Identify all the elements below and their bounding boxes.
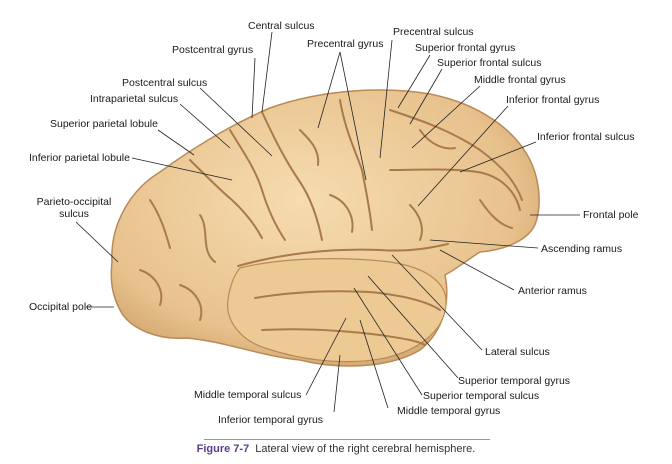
label-superior-frontal-gyrus: Superior frontal gyrus [415, 42, 516, 54]
leader-central-sulcus [261, 31, 273, 113]
label-central-sulcus: Central sulcus [248, 20, 315, 32]
label-inferior-temporal-gyrus: Inferior temporal gyrus [218, 414, 324, 426]
label-lateral-sulcus: Lateral sulcus [485, 346, 550, 358]
label-superior-temporal-gyrus: Superior temporal gyrus [458, 375, 571, 387]
gyral-fold-3 [199, 214, 216, 263]
leader-precentral-gyrus-b [339, 51, 367, 181]
leader-intraparietal-sulcus [179, 103, 231, 149]
gyral-fold-1 [299, 129, 320, 166]
lateral-sulcus-line [237, 243, 449, 267]
gyral-fold-7 [329, 194, 354, 233]
leader-superior-parietal-lobule [157, 129, 195, 156]
label-postcentral-sulcus: Postcentral sulcus [122, 77, 208, 89]
label-inferior-parietal-lobule: Inferior parietal lobule [29, 152, 130, 164]
label-superior-parietal-lobule: Superior parietal lobule [50, 118, 158, 130]
label-parieto-occipital-1: Parieto-occipital [36, 196, 112, 208]
leader-inferior-temporal-gyrus [333, 354, 341, 413]
label-inferior-frontal-sulcus: Inferior frontal sulcus [537, 131, 635, 143]
leader-postcentral-gyrus [251, 57, 256, 119]
leader-postcentral-sulcus [199, 87, 273, 157]
leader-lateral-sulcus [391, 254, 483, 351]
label-occipital-pole: Occipital pole [29, 301, 93, 313]
label-intraparietal-sulcus: Intraparietal sulcus [90, 93, 179, 105]
leader-anterior-ramus [439, 249, 515, 291]
temporal-lobe [227, 258, 447, 363]
gyral-fold-4 [139, 269, 163, 306]
label-superior-frontal-sulcus: Superior frontal sulcus [437, 57, 542, 69]
caption-rule [204, 439, 490, 440]
leader-middle-temporal-sulcus [305, 317, 347, 396]
label-parieto-occipital-2: sulcus [59, 208, 89, 220]
gyral-fold-5 [179, 284, 203, 321]
sulci-group [139, 99, 523, 346]
label-postcentral-gyrus: Postcentral gyrus [172, 44, 254, 56]
inferior-frontal-sulcus-line [389, 168, 521, 211]
middle-temporal-sulcus-line [261, 328, 426, 346]
label-middle-frontal-gyrus: Middle frontal gyrus [474, 74, 566, 86]
leader-parieto-occipital [75, 221, 119, 263]
superior-frontal-sulcus-line [389, 109, 523, 201]
leader-superior-frontal-gyrus [397, 54, 431, 109]
leader-precentral-gyrus-a [317, 51, 341, 129]
label-middle-temporal-gyrus: Middle temporal gyrus [397, 405, 501, 417]
caption-text: Lateral view of the right cerebral hemis… [255, 443, 476, 455]
postcentral-sulcus-line [229, 129, 286, 241]
parieto-occipital-line [149, 199, 171, 249]
leader-precentral-sulcus [379, 39, 393, 159]
leader-ascending-ramus [429, 239, 539, 249]
leader-superior-frontal-sulcus [409, 68, 443, 125]
label-inferior-frontal-gyrus: Inferior frontal gyrus [506, 94, 600, 106]
gyral-fold-2 [419, 129, 456, 150]
label-precentral-gyrus: Precentral gyrus [307, 38, 384, 50]
intraparietal-sulcus-line [189, 159, 263, 239]
label-middle-temporal-sulcus: Middle temporal sulcus [194, 389, 302, 401]
label-ascending-ramus: Ascending ramus [541, 243, 623, 255]
central-sulcus-line [261, 111, 323, 241]
precentral-sulcus-line [339, 99, 373, 231]
leader-middle-frontal-gyrus [411, 85, 481, 149]
label-superior-temporal-sulcus: Superior temporal sulcus [423, 390, 540, 402]
superior-temporal-sulcus-line [254, 290, 441, 311]
leader-middle-temporal-gyrus [359, 319, 389, 409]
leader-superior-temporal-sulcus [353, 287, 423, 396]
leader-inferior-parietal-lobule [131, 157, 233, 181]
label-frontal-pole: Frontal pole [583, 209, 639, 221]
leader-lines [75, 31, 580, 413]
gyral-fold-6 [479, 199, 513, 229]
label-precentral-sulcus: Precentral sulcus [393, 26, 474, 38]
label-anterior-ramus: Anterior ramus [518, 285, 587, 297]
gyral-fold-8 [409, 204, 423, 241]
leader-inferior-frontal-sulcus [459, 141, 537, 173]
leader-inferior-frontal-gyrus [417, 105, 509, 207]
leader-superior-temporal-gyrus [367, 275, 459, 379]
figure-caption: Figure 7-7 Lateral view of the right cere… [0, 443, 672, 455]
figure-number: Figure 7-7 [196, 443, 250, 455]
